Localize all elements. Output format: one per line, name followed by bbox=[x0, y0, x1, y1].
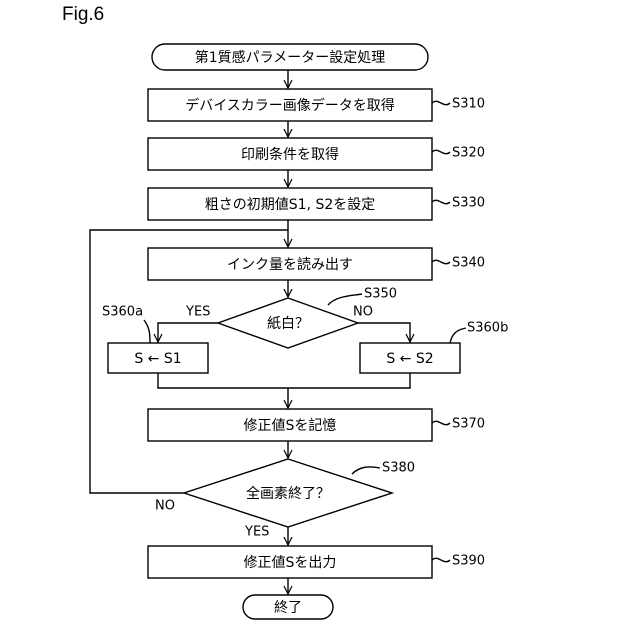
branch-label-yes-s380: YES bbox=[244, 525, 269, 540]
leader-s340 bbox=[432, 260, 450, 263]
leader-s380 bbox=[352, 467, 380, 474]
leader-s390 bbox=[432, 558, 450, 561]
end-label: 終了 bbox=[274, 600, 302, 616]
leader-s310 bbox=[432, 101, 450, 104]
branch-label-no-s380: NO bbox=[155, 499, 175, 514]
decision-text-s350: 紙白？ bbox=[267, 316, 309, 332]
ref-label-s340: S340 bbox=[452, 256, 485, 271]
ref-label-s390: S390 bbox=[452, 554, 485, 569]
leader-s320 bbox=[432, 150, 450, 153]
step-text-s320: 印刷条件を取得 bbox=[241, 146, 339, 163]
step-text-s360a: S ← S1 bbox=[134, 351, 181, 367]
leader-s370 bbox=[432, 421, 450, 424]
ref-label-s350: S350 bbox=[364, 287, 397, 302]
connector-s350-no-s360b bbox=[358, 323, 410, 342]
step-text-s330: 粗さの初期値S1, S2を設定 bbox=[205, 196, 376, 213]
ref-label-s330: S330 bbox=[452, 196, 485, 211]
branch-label-no-s350: NO bbox=[353, 305, 373, 320]
ref-label-s380: S380 bbox=[382, 461, 415, 476]
ref-label-s320: S320 bbox=[452, 146, 485, 161]
branch-label-yes-s350: YES bbox=[185, 305, 210, 320]
start-label: 第1質感パラメーター設定処理 bbox=[195, 49, 386, 66]
step-text-s370: 修正値Sを記憶 bbox=[244, 417, 337, 434]
decision-text-s380: 全画素終了？ bbox=[246, 485, 330, 502]
connector-s350-yes-s360a bbox=[158, 323, 218, 342]
ref-label-s360a: S360a bbox=[102, 305, 143, 320]
leader-s330 bbox=[432, 200, 450, 203]
connector-s360a-merge bbox=[158, 373, 288, 388]
ref-label-s310: S310 bbox=[452, 97, 485, 112]
step-text-s360b: S ← S2 bbox=[386, 351, 433, 367]
ref-label-s370: S370 bbox=[452, 417, 485, 432]
connector-s360b-merge bbox=[288, 373, 410, 388]
leader-s360b bbox=[450, 328, 466, 343]
leader-s350 bbox=[328, 294, 362, 305]
ref-label-s360b: S360b bbox=[467, 321, 508, 336]
step-text-s340: インク量を読み出す bbox=[227, 256, 353, 273]
step-text-s390: 修正値Sを出力 bbox=[244, 555, 337, 571]
leader-s360a bbox=[144, 320, 150, 343]
step-text-s310: デバイスカラー画像データを取得 bbox=[185, 97, 395, 114]
